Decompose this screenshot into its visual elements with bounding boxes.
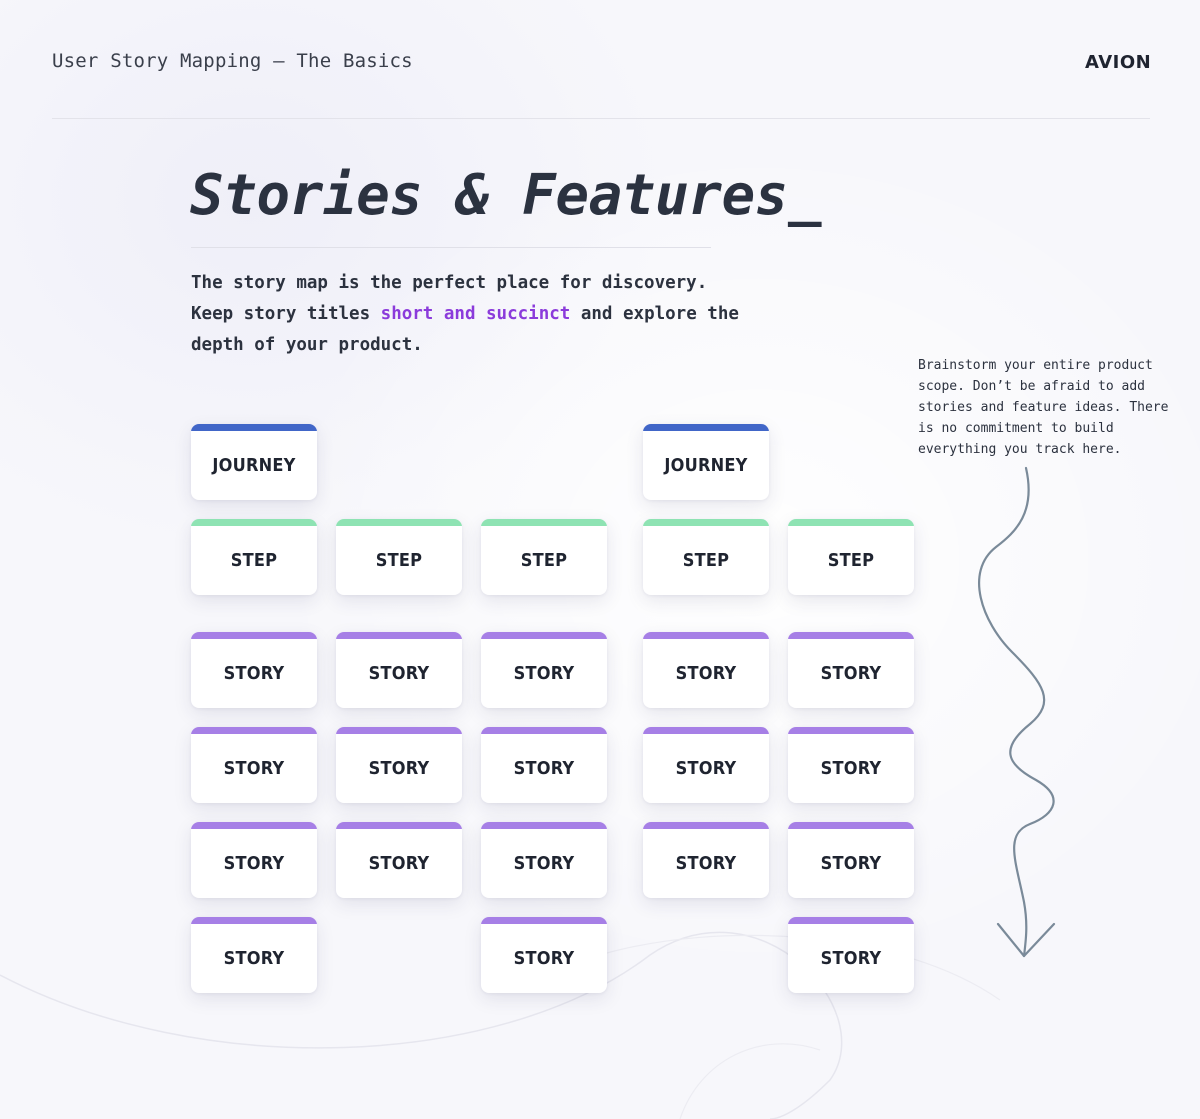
card-label: STEP <box>375 550 423 571</box>
card-color-bar <box>481 632 607 639</box>
card-label: STORY <box>223 948 285 969</box>
intro-highlight: short and succinct <box>380 304 571 324</box>
card-color-bar <box>643 822 769 829</box>
avion-logo: AVION <box>1085 52 1152 74</box>
header-divider <box>52 118 1150 119</box>
story-card: STORY <box>643 632 769 708</box>
story-card: STORY <box>191 822 317 898</box>
story-card: STORY <box>643 822 769 898</box>
story-card: STORY <box>481 822 607 898</box>
step-card: STEP <box>191 519 317 595</box>
card-label: JOURNEY <box>212 455 296 476</box>
card-label: STORY <box>223 663 285 684</box>
card-color-bar <box>481 917 607 924</box>
story-card: STORY <box>336 727 462 803</box>
card-color-bar <box>788 632 914 639</box>
story-card: STORY <box>336 632 462 708</box>
card-color-bar <box>643 519 769 526</box>
page-title: Stories & Features_ <box>190 163 822 228</box>
step-card: STEP <box>643 519 769 595</box>
card-color-bar <box>191 917 317 924</box>
card-label: STORY <box>820 948 882 969</box>
card-color-bar <box>481 727 607 734</box>
card-label: STORY <box>368 663 430 684</box>
story-card: STORY <box>643 727 769 803</box>
card-label: JOURNEY <box>664 455 748 476</box>
card-label: STEP <box>682 550 730 571</box>
story-card: STORY <box>481 917 607 993</box>
story-card: STORY <box>788 917 914 993</box>
card-label: STORY <box>368 758 430 779</box>
intro-text-end: and explore the depth of your product. <box>191 304 739 355</box>
card-color-bar <box>643 632 769 639</box>
story-card: STORY <box>788 822 914 898</box>
title-divider <box>191 247 711 248</box>
brainstorm-note: Brainstorm your entire product scope. Do… <box>918 358 1169 457</box>
card-label: STORY <box>820 758 882 779</box>
journey-card: JOURNEY <box>191 424 317 500</box>
card-color-bar <box>643 727 769 734</box>
intro-paragraph: The story map is the perfect place for d… <box>191 268 751 361</box>
card-label: STORY <box>513 948 575 969</box>
card-label: STORY <box>368 853 430 874</box>
story-card: STORY <box>336 822 462 898</box>
card-label: STORY <box>675 663 737 684</box>
card-label: STORY <box>223 758 285 779</box>
card-color-bar <box>191 632 317 639</box>
step-card: STEP <box>481 519 607 595</box>
card-color-bar <box>191 424 317 431</box>
card-color-bar <box>336 822 462 829</box>
story-card: STORY <box>788 632 914 708</box>
card-label: STORY <box>820 853 882 874</box>
card-color-bar <box>788 727 914 734</box>
card-color-bar <box>788 822 914 829</box>
card-color-bar <box>788 519 914 526</box>
story-card: STORY <box>191 917 317 993</box>
card-label: STORY <box>513 853 575 874</box>
card-label: STORY <box>675 758 737 779</box>
card-color-bar <box>643 424 769 431</box>
step-card: STEP <box>336 519 462 595</box>
card-color-bar <box>191 519 317 526</box>
card-color-bar <box>191 727 317 734</box>
card-color-bar <box>336 632 462 639</box>
intro-text-start: The story map is the perfect place for d… <box>191 273 708 324</box>
card-label: STORY <box>820 663 882 684</box>
story-card: STORY <box>481 727 607 803</box>
story-card: STORY <box>191 632 317 708</box>
journey-card: JOURNEY <box>643 424 769 500</box>
story-card: STORY <box>788 727 914 803</box>
squiggly-arrow-icon <box>978 466 1056 958</box>
card-color-bar <box>336 519 462 526</box>
story-card: STORY <box>191 727 317 803</box>
card-label: STORY <box>675 853 737 874</box>
page-header-title: User Story Mapping – The Basics <box>52 50 413 72</box>
step-card: STEP <box>788 519 914 595</box>
card-color-bar <box>788 917 914 924</box>
logo-text: AVION <box>1085 52 1152 73</box>
card-label: STEP <box>827 550 875 571</box>
card-color-bar <box>481 519 607 526</box>
card-label: STORY <box>513 663 575 684</box>
card-label: STEP <box>520 550 568 571</box>
story-card: STORY <box>481 632 607 708</box>
card-label: STORY <box>513 758 575 779</box>
card-label: STEP <box>230 550 278 571</box>
card-color-bar <box>191 822 317 829</box>
card-label: STORY <box>223 853 285 874</box>
card-color-bar <box>481 822 607 829</box>
card-color-bar <box>336 727 462 734</box>
